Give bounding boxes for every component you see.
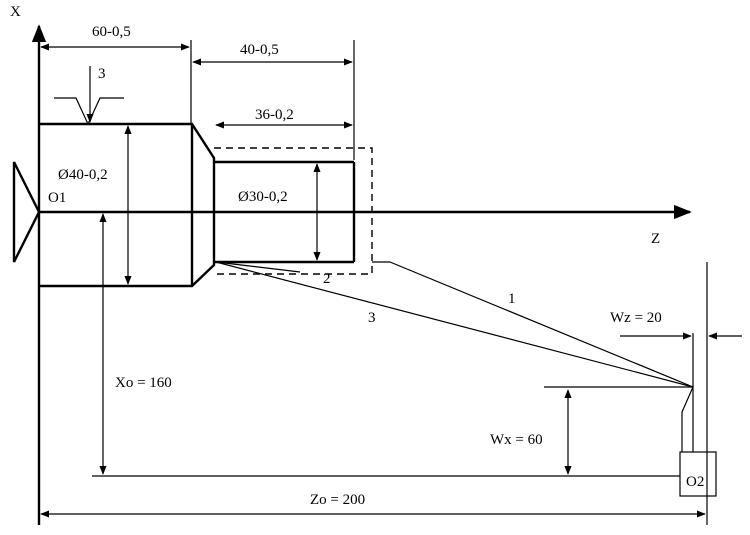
tool-ref-label: 3 <box>98 66 106 82</box>
stock-dashed-outline <box>214 147 373 275</box>
tool-holder-left <box>681 333 694 452</box>
z-axis-label: Z <box>651 231 660 247</box>
path-1-label: 1 <box>508 291 516 307</box>
path-3-label: 3 <box>368 310 376 326</box>
origin-o2-label: O2 <box>686 474 704 490</box>
dim-60-label: 60-0,5 <box>92 24 131 40</box>
tool-symbol <box>54 97 124 126</box>
path-2-label: 2 <box>323 271 331 287</box>
xo-label: Xo = 160 <box>115 375 172 391</box>
path-1 <box>389 261 694 388</box>
zo-label: Zo = 200 <box>310 492 365 508</box>
x-axis-label: X <box>10 4 21 20</box>
workpiece-outline <box>39 122 216 288</box>
dim-40-label: 40-0,5 <box>240 42 279 58</box>
tool-block-o2 <box>679 451 717 497</box>
chuck-symbol <box>12 161 41 263</box>
path-2 <box>215 261 301 273</box>
dim-36-label: 36-0,2 <box>255 107 294 123</box>
wx-label: Wx = 60 <box>490 432 543 448</box>
dia-30-label: Ø30-0,2 <box>238 189 288 205</box>
wz-label: Wz = 20 <box>610 310 662 326</box>
path-3 <box>215 261 694 388</box>
dia-40-label: Ø40-0,2 <box>58 167 108 183</box>
origin-o1-label: O1 <box>48 190 66 206</box>
